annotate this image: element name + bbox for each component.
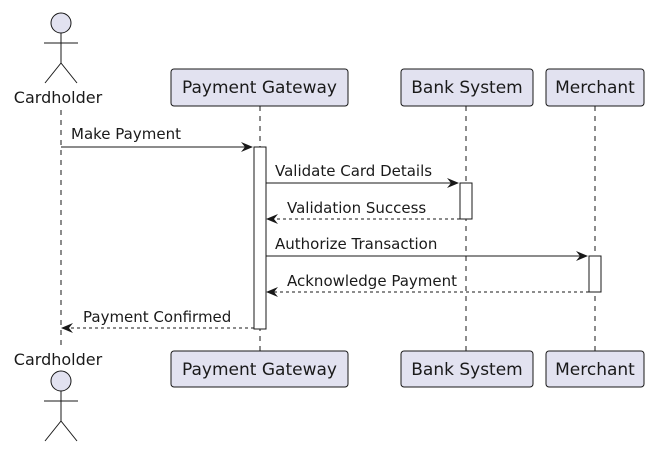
message-label: Make Payment <box>71 125 181 143</box>
participant-label: Payment Gateway <box>182 78 337 98</box>
activation-bank <box>459 182 473 220</box>
message-acknowledge-payment: Acknowledge Payment <box>266 272 589 297</box>
actor-cardholder-bottom: Cardholder <box>14 350 103 442</box>
participant-label: Merchant <box>555 360 635 380</box>
activation-gateway <box>253 146 267 330</box>
messages: Make Payment Validate Card Details Valid… <box>61 125 589 333</box>
message-payment-confirmed: Payment Confirmed <box>61 308 254 333</box>
person-icon <box>44 12 78 84</box>
participant-label: Bank System <box>411 78 523 98</box>
participant-gateway-top: Payment Gateway <box>170 68 349 107</box>
person-icon <box>44 370 78 442</box>
activations <box>253 146 602 330</box>
message-label: Payment Confirmed <box>83 308 231 326</box>
actor-label: Cardholder <box>14 88 103 107</box>
participant-merchant-top: Merchant <box>545 68 645 107</box>
actor-cardholder-top: Cardholder <box>14 12 103 107</box>
message-label: Validate Card Details <box>275 162 432 180</box>
participant-gateway-bottom: Payment Gateway <box>170 350 349 388</box>
participant-bank-bottom: Bank System <box>400 350 534 388</box>
message-make-payment: Make Payment <box>61 125 253 152</box>
participant-merchant-bottom: Merchant <box>545 350 645 388</box>
message-label: Validation Success <box>287 199 426 217</box>
activation-merchant <box>588 255 602 293</box>
participant-bank-top: Bank System <box>400 68 534 107</box>
participant-label: Payment Gateway <box>182 360 337 380</box>
participants-bottom: Cardholder Payment Gateway Bank System M… <box>14 350 645 442</box>
actor-label: Cardholder <box>14 350 103 369</box>
message-validate-card-details: Validate Card Details <box>266 162 459 188</box>
message-authorize-transaction: Authorize Transaction <box>266 235 588 261</box>
participant-label: Merchant <box>555 78 635 98</box>
participants-top: Cardholder Payment Gateway Bank System M… <box>14 12 645 107</box>
participant-label: Bank System <box>411 360 523 380</box>
message-validation-success: Validation Success <box>266 199 460 224</box>
message-label: Acknowledge Payment <box>287 272 457 290</box>
message-label: Authorize Transaction <box>275 235 437 253</box>
